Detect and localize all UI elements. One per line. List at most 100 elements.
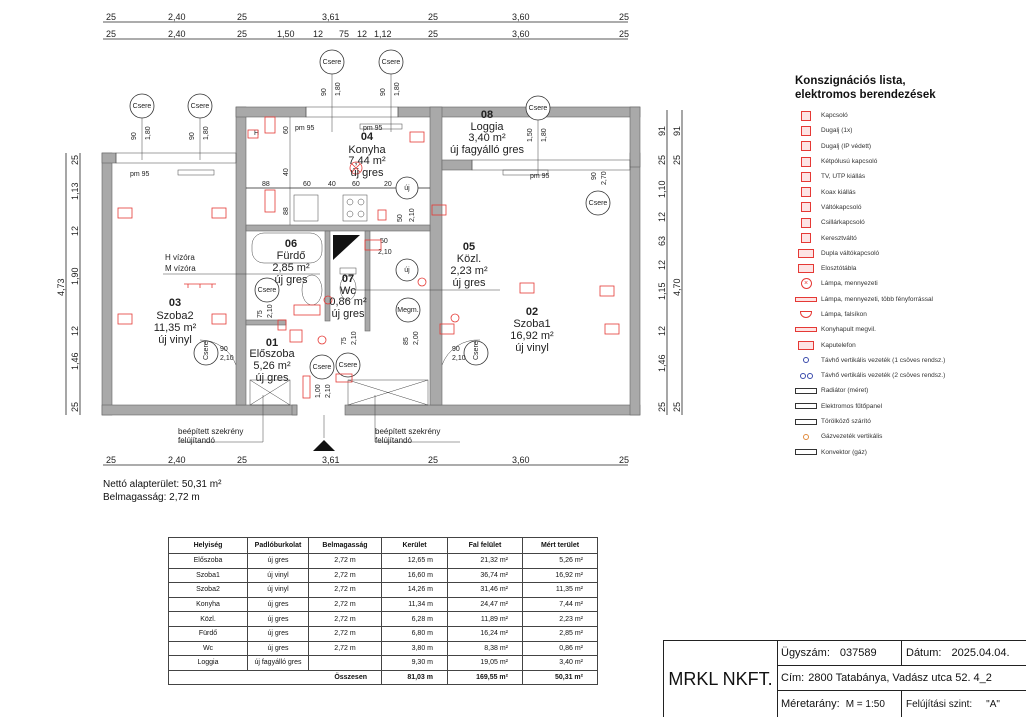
table-cell: 6,28 m — [381, 611, 448, 627]
distribution-board-icon — [795, 264, 817, 274]
legend-label: Konvektor (gáz) — [821, 448, 867, 456]
cross-switch-icon — [795, 233, 817, 244]
case-label: Ügyszám: — [781, 647, 830, 659]
radiator-label: pm 95 — [295, 125, 315, 132]
legend-item: TV, UTP kiállás — [795, 169, 1025, 184]
table-cell: 2,85 m² — [522, 625, 598, 642]
legend-label: Távhő vertikális vezeték (2 csöves rends… — [821, 372, 946, 380]
room-area: 7,44 m² — [348, 155, 386, 167]
toilet-icon — [339, 275, 357, 301]
table-cell: 11,35 m² — [522, 582, 598, 598]
date-cell: Dátum: 2025.04.04. — [902, 641, 1026, 666]
dim-label: 60 — [283, 126, 290, 134]
dim-label: 1,80 — [335, 82, 342, 96]
dim-label: 1,46 — [70, 352, 80, 370]
dim-label: 25 — [106, 12, 116, 22]
room-labels: 01 Előszoba 5,26 m² új gres 02 Szoba1 16… — [154, 109, 554, 384]
dim-label: 1,10 — [657, 180, 667, 198]
room-area: 5,26 m² — [253, 360, 291, 372]
dim-label: 25 — [237, 12, 247, 22]
date-label: Dátum: — [906, 647, 942, 659]
label-h: H — [254, 130, 259, 137]
table-cell: 16,24 m² — [447, 625, 523, 642]
table-cell: 9,30 m — [381, 655, 448, 671]
table-cell: 7,44 m² — [522, 596, 598, 613]
legend-title-line: elektromos berendezések — [795, 89, 936, 101]
table-cell: új vinyl — [247, 567, 309, 584]
room-area: 11,35 m² — [154, 322, 197, 334]
new-label: új — [404, 267, 410, 274]
level-label: Felújítási szint: — [906, 698, 973, 710]
dim-label: 60 — [352, 181, 360, 188]
dim-label: 1,80 — [394, 82, 401, 96]
room-number: 08 — [481, 109, 493, 121]
replace-label: Csere — [473, 341, 480, 360]
dim-label: 2,00 — [413, 331, 420, 345]
legend-label: Váltókapcsoló — [821, 203, 862, 211]
room-area: 2,85 m² — [272, 262, 310, 274]
entrance-arrow-icon — [313, 440, 335, 451]
dim-label: 25 — [106, 455, 116, 465]
room-floor: új gres — [350, 167, 384, 179]
room-floor: új gres — [255, 372, 289, 384]
legend-label: Lámpa, falsíkon — [821, 311, 867, 318]
room-floor: új fagyálló gres — [450, 144, 524, 156]
dim-label: 25 — [619, 455, 629, 465]
room-02: 02 Szoba1 16,92 m² új vinyl — [510, 306, 554, 354]
radiator-label: pm 95 — [530, 173, 550, 180]
table-cell: 2,72 m — [308, 625, 382, 642]
intercom-icon — [335, 373, 353, 383]
room-floor: új gres — [274, 274, 308, 286]
sink-icon — [293, 194, 319, 222]
wardrobe-note: felújítandó — [178, 436, 215, 445]
room-floor: új vinyl — [515, 342, 549, 354]
bathtub-icon — [251, 232, 323, 264]
column-header: Helyiség — [168, 537, 248, 554]
dim-label: 25 — [428, 29, 438, 39]
room-area: 2,23 m² — [450, 265, 488, 277]
dim-label: 25 — [237, 29, 247, 39]
table-cell: 31,46 m² — [447, 582, 523, 598]
legend-item: Távhő vertikális vezeték (1 csöves rends… — [795, 353, 1025, 368]
room-number: 03 — [169, 297, 181, 309]
table-cell: 21,32 m² — [447, 553, 523, 569]
total-wall-area: 169,55 m² — [447, 669, 523, 686]
table-cell: 2,72 m — [308, 582, 382, 598]
dim-label: 1,50 — [277, 29, 295, 39]
dim-label: 12 — [313, 29, 323, 39]
table-cell: 16,60 m — [381, 567, 448, 584]
room-floor: új gres — [452, 277, 486, 289]
replace-label: Csere — [382, 59, 401, 66]
dim-label: 12 — [657, 326, 667, 336]
dim-label: 85 — [403, 337, 410, 345]
dim-label: 25 — [70, 402, 80, 412]
legend-label: Keresztváltó — [821, 234, 857, 242]
radiator-label: pm 95 — [130, 171, 150, 178]
table-cell: 2,72 m — [308, 567, 382, 584]
dim-label: 2,10 — [351, 331, 358, 345]
room-number: 07 — [342, 273, 354, 285]
multi-lamp-icon — [795, 296, 817, 302]
dim-label: 90 — [220, 346, 228, 353]
legend-label: Lámpa, mennyezeti — [821, 280, 878, 288]
legend-item: Kapcsoló — [795, 108, 1025, 123]
dim-label: 90 — [321, 88, 328, 96]
dim-label: 25 — [672, 155, 682, 165]
table-cell: 0,86 m² — [522, 640, 598, 657]
table-cell: 2,72 m — [308, 553, 382, 569]
water-meters: H vízóra M vízóra — [163, 253, 500, 291]
legend: Konszignációs lista, elektromos berendez… — [795, 74, 1025, 460]
convector-icon — [795, 449, 817, 456]
case-number-cell: Ügyszám: 037589 — [777, 641, 902, 666]
dim-label: 50 — [380, 238, 388, 245]
changeover-switch-icon — [795, 202, 817, 213]
legend-item: Kétpólusú kapcsoló — [795, 154, 1025, 169]
company-name: MRKL NKFT. — [664, 641, 778, 717]
intercom-icon — [795, 340, 817, 350]
room-number: 04 — [361, 131, 374, 143]
replace-label: Csere — [589, 200, 608, 207]
column-header: Belmagasság — [308, 537, 382, 554]
wardrobes: beépített szekrény felújítandó beépített… — [178, 379, 460, 445]
dim-label: 75 — [339, 29, 349, 39]
room-number: 01 — [266, 337, 278, 349]
